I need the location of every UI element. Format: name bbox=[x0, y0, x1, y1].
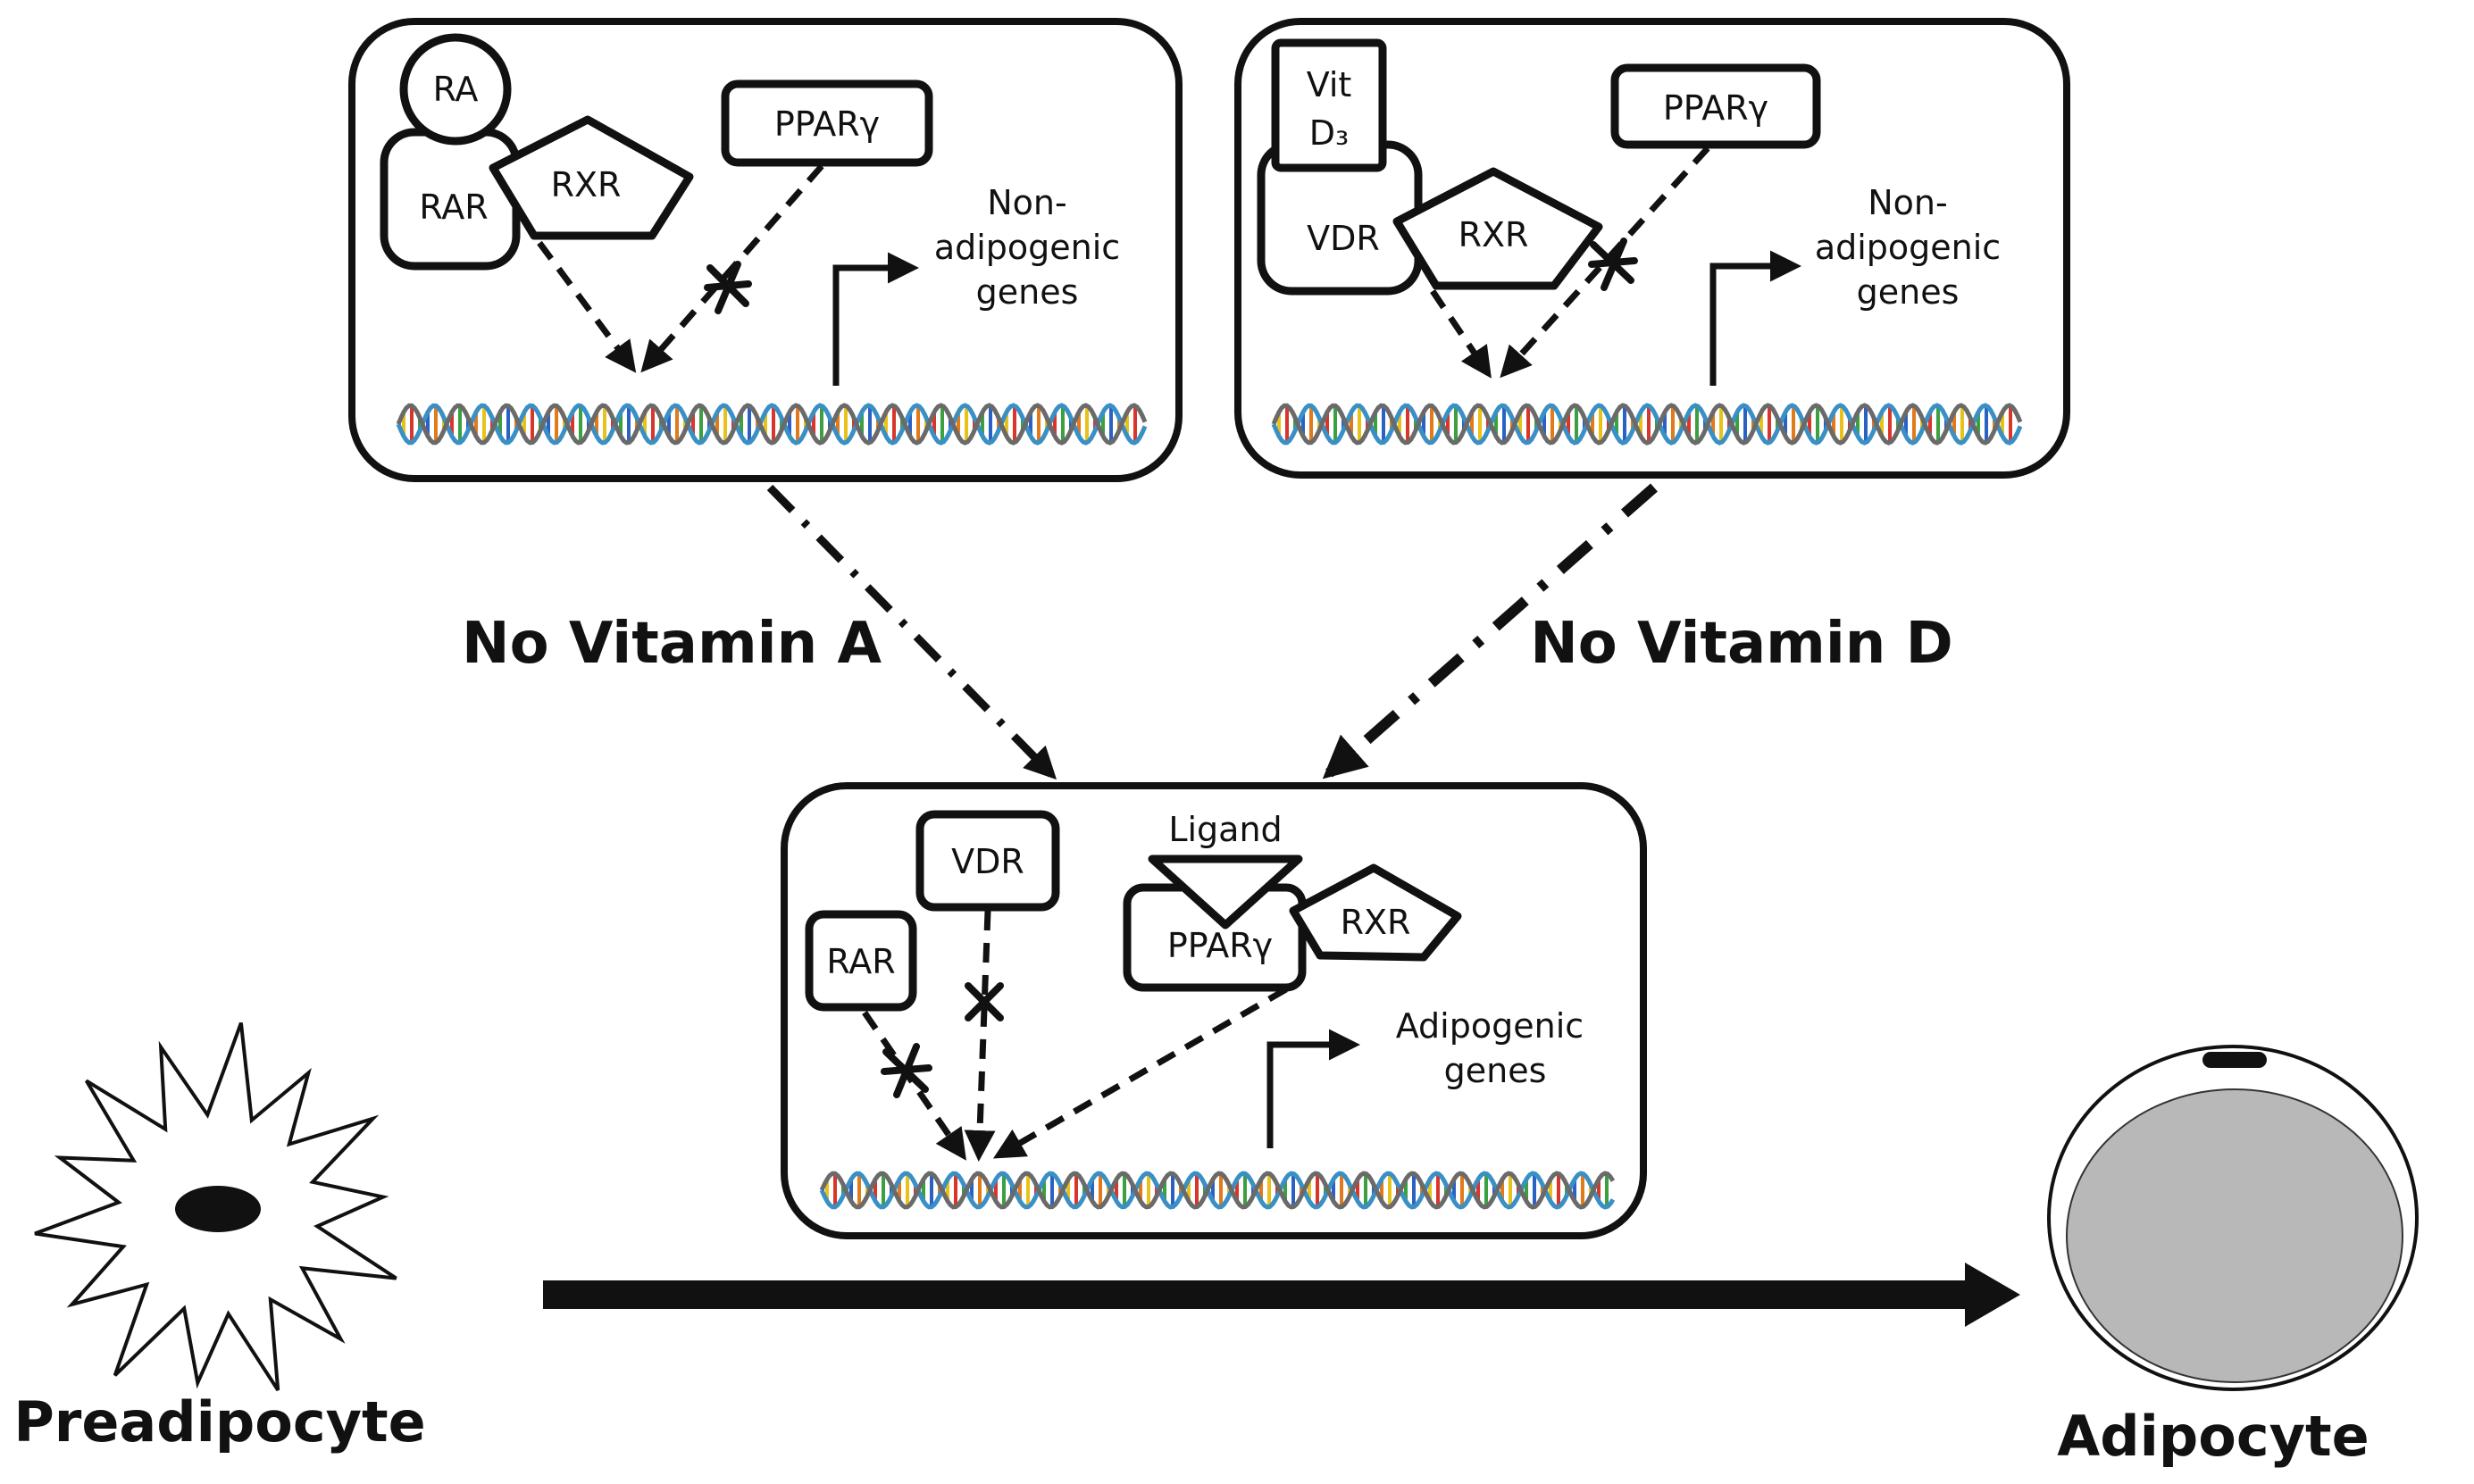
rxr-label: RXR bbox=[1341, 903, 1411, 942]
no-vitamin-d-label: No Vitamin D bbox=[1530, 611, 1953, 677]
block-mark bbox=[965, 982, 1004, 1021]
genes-label: Adipogenic genes bbox=[1396, 1006, 1595, 1090]
dna-helix bbox=[819, 1171, 1616, 1210]
block-mark bbox=[881, 1043, 932, 1098]
vdr-label: VDR bbox=[1307, 219, 1380, 258]
lipid-droplet bbox=[2066, 1088, 2403, 1383]
ppar-label: PPARγ bbox=[1167, 926, 1273, 965]
preadipocyte-nucleus bbox=[175, 1186, 261, 1232]
vdr-label: VDR bbox=[951, 842, 1024, 881]
vitamin-d3-ligand bbox=[1271, 38, 1387, 172]
adipocyte-cell bbox=[2047, 1045, 2419, 1391]
block-mark bbox=[704, 261, 752, 314]
dna-helix bbox=[396, 403, 1148, 446]
rar-rxr-binding-arrow bbox=[537, 240, 637, 373]
rxr-partner bbox=[489, 115, 694, 240]
rar-label: RAR bbox=[826, 942, 895, 981]
ligand-label: Ligand bbox=[1168, 810, 1282, 849]
preadipocyte-label: Preadipocyte bbox=[13, 1389, 425, 1455]
dna-strand bbox=[1271, 403, 2023, 446]
ppar-label: PPARγ bbox=[774, 104, 880, 144]
vdr-rxr-binding-arrow bbox=[1430, 289, 1492, 379]
ppar-gamma-blocked bbox=[1610, 63, 1821, 149]
adipocyte-label: Adipocyte bbox=[2057, 1404, 2369, 1469]
block-mark bbox=[1588, 238, 1638, 291]
ppar-gamma-blocked bbox=[721, 79, 933, 167]
adipocyte-nucleus bbox=[2202, 1052, 2267, 1068]
rar-receptor bbox=[805, 910, 917, 1012]
rxr-label: RXR bbox=[551, 165, 622, 204]
dna-strand bbox=[1271, 403, 2023, 446]
dna-strand bbox=[819, 1171, 1616, 1210]
dna-strand bbox=[819, 1171, 1616, 1210]
vdr-receptor bbox=[915, 810, 1060, 912]
ligand-triangle bbox=[1148, 855, 1303, 930]
rxr-partner bbox=[1289, 863, 1462, 962]
differentiation-arrow bbox=[543, 1263, 2020, 1327]
vit-label: Vit bbox=[1307, 65, 1352, 104]
ppar-rxr-binding-arrow bbox=[992, 986, 1288, 1159]
dna-helix bbox=[1271, 403, 2023, 446]
transcription-arrow bbox=[1709, 250, 1801, 386]
ra-label: RA bbox=[433, 70, 479, 109]
panel-adipogenesis: RAR VDR Ligand PPARγ RXR Adipogeni bbox=[781, 782, 1647, 1239]
transcription-arrow bbox=[832, 252, 919, 386]
rar-blocked-arrow bbox=[862, 1011, 966, 1161]
ppar-label: PPARγ bbox=[1663, 88, 1768, 128]
transcription-arrow bbox=[1266, 1029, 1360, 1148]
d3-label: D₃ bbox=[1309, 113, 1350, 153]
dna-strand bbox=[396, 403, 1148, 446]
ra-ligand bbox=[399, 33, 512, 146]
no-vitamin-d-arrow bbox=[1322, 483, 1658, 780]
dna-strand bbox=[396, 403, 1148, 446]
rxr-label: RXR bbox=[1458, 215, 1529, 254]
vdr-blocked-arrow bbox=[964, 910, 996, 1162]
no-vitamin-a-label: No Vitamin A bbox=[462, 611, 882, 677]
panel-vitamin-d-frame bbox=[1234, 18, 2070, 479]
preadipocyte-cell bbox=[34, 1021, 397, 1391]
rar-label: RAR bbox=[419, 188, 488, 227]
ppar-blocked-arrow bbox=[1500, 146, 1710, 379]
rxr-partner bbox=[1392, 167, 1603, 290]
